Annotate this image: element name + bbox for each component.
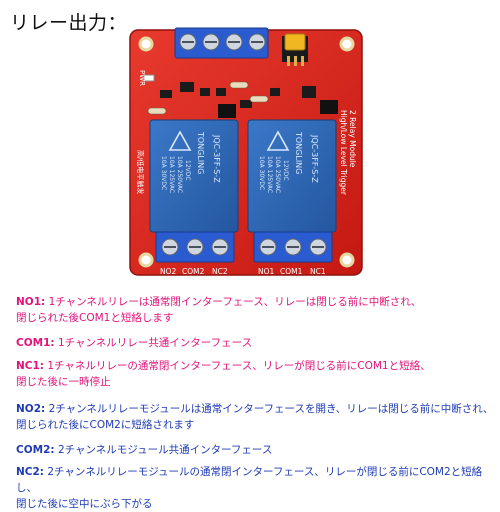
relay-left-brand: TONGLING	[196, 131, 205, 174]
terminal-label-no2: NO2	[160, 267, 177, 276]
desc-no1: NO1: 1チャンネルリレーは通常閉インターフェース、リレーは閉じる前に中断され…	[16, 296, 422, 324]
relay-right-brand: TONGLING	[294, 131, 303, 174]
desc-com2: COM2: 2チャンネルモジュール共通インターフェース	[16, 444, 273, 456]
smd-components	[160, 82, 316, 108]
terminal-label-com1: COM1	[280, 267, 303, 276]
optocouplers	[218, 100, 338, 118]
terminal-label-nc2: NC2	[212, 267, 228, 276]
relay-left-spec-3: 10A 30VDC	[160, 156, 167, 190]
relay-right-spec-1: 10A 250VAC	[274, 156, 281, 193]
relay-left-spec-1: 10A 250VAC	[176, 156, 183, 193]
terminal-label-no1: NO1	[258, 267, 275, 276]
relay-right-spec-2: 10A 125VAC	[266, 156, 273, 193]
page-heading: リレー出力：	[10, 12, 128, 34]
relay-left: TONGLING 12VDC 10A 250VAC 10A 125VAC 10A…	[149, 119, 239, 233]
desc-no2: NO2: 2チャンネルリレーモジュールは通常インターフェースを開き、リレーは閉じ…	[16, 403, 494, 431]
silk-module-line-0: 2 Relay Module	[348, 110, 357, 168]
terminal-label-nc1: NC1	[310, 267, 326, 276]
relay-right-spec-3: 10A 30VDC	[258, 156, 265, 190]
pwr-label: PWR	[138, 70, 146, 86]
relay-right: TONGLING 12VDC 10A 250VAC 10A 125VAC 10A…	[247, 119, 337, 233]
output-terminal-right	[253, 231, 333, 263]
relay-left-model: JQC-3FF-S-Z	[212, 134, 221, 183]
silk-module-line-1: High/Low Level Trigger	[339, 110, 348, 196]
pwr-led	[143, 74, 155, 82]
input-terminal-block	[174, 27, 269, 59]
relay-right-model: JQC-3FF-S-Z	[310, 134, 319, 183]
silk-chinese-label: 高/低电平触发	[136, 150, 145, 194]
output-terminal-left	[155, 231, 235, 263]
trigger-jumper	[282, 33, 308, 66]
resistors	[147, 81, 269, 115]
desc-nc2: NC2: 2チャンネルリレーモジュールの通常閉インターフェース、リレーが閉じる前…	[16, 466, 483, 510]
relay-left-spec-2: 10A 125VAC	[168, 156, 175, 193]
desc-nc1: NC1: 1チャネルリレーの通常閉インターフェース、リレーが閉じる前にCOM1と…	[16, 360, 431, 388]
terminal-label-com2: COM2	[182, 267, 205, 276]
relay-right-spec-0: 12VDC	[282, 160, 289, 181]
relay-left-spec-0: 12VDC	[184, 160, 191, 181]
relay-board-photo: PWR TONGLING 12VDC 10A 250VAC 10A 125	[120, 20, 370, 290]
mounting-holes	[138, 36, 355, 268]
desc-com1: COM1: 1チャンネルリレー共通インターフェース	[16, 337, 253, 349]
